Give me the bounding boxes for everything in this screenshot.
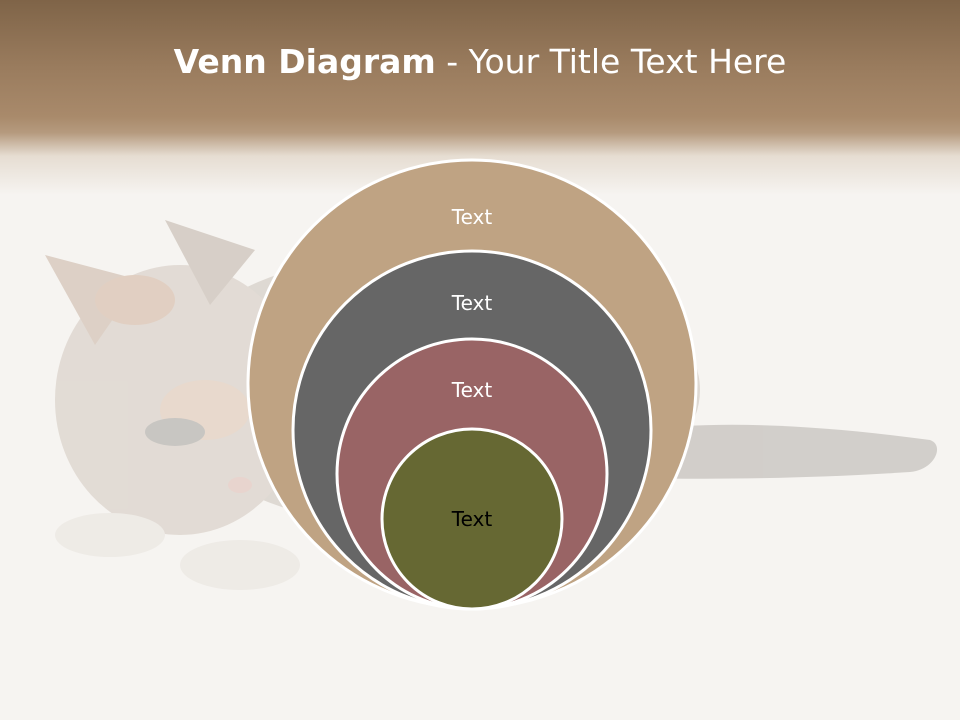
venn-circle-inner [380,427,564,611]
venn-label-third: Text [451,378,493,402]
venn-label-outer: Text [451,205,493,229]
slide-title-rest: - Your Title Text Here [435,42,787,81]
venn-label-inner: Text [451,507,493,531]
slide-title-bold: Venn Diagram [173,42,436,81]
slide-title: Venn Diagram - Your Title Text Here [0,38,960,86]
venn-label-second: Text [451,291,493,315]
